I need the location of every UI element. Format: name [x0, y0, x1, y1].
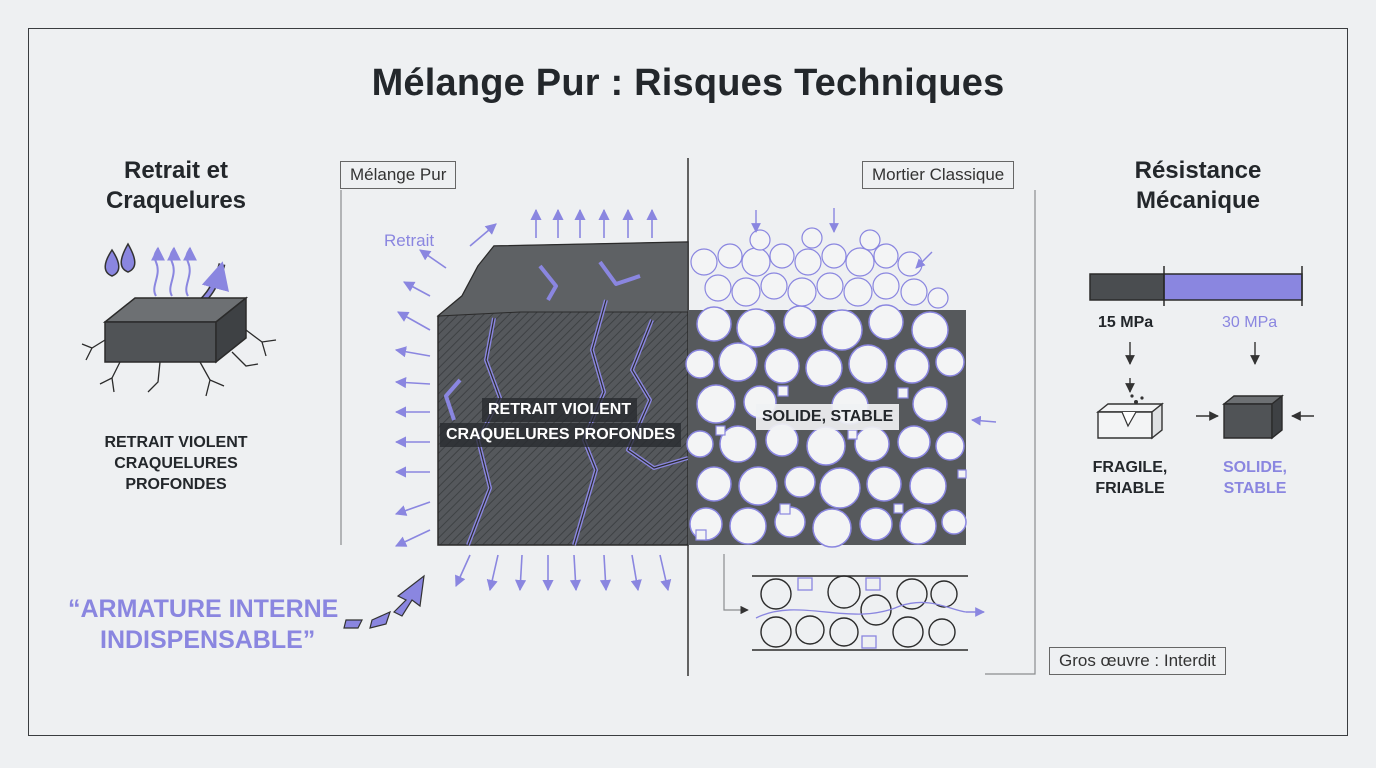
caption-line: CRAQUELURES: [114, 455, 238, 472]
pure-mix-label: Mélange Pur: [340, 161, 457, 189]
shrinking-block-icon: [81, 242, 277, 397]
footer-note: Gros œuvre : Interdit: [1049, 647, 1226, 675]
ground-cracks-icon: [81, 329, 277, 397]
bar-segment-30: [1163, 273, 1303, 301]
value-label-15: 15 MPa: [1098, 314, 1154, 331]
right-panel-heading: Résistance Mécanique: [1080, 156, 1316, 216]
solid-stable-overlay: SOLIDE, STABLE: [756, 404, 900, 430]
classic-mortar-label: Mortier Classique: [862, 161, 1015, 189]
value-label-30: 30 MPa: [1222, 314, 1278, 331]
fragile-block-icon: [1096, 394, 1164, 440]
result-line: SOLIDE,: [1222, 459, 1287, 476]
callout-line: INDISPENSABLE”: [100, 626, 316, 654]
result-line: FRIABLE: [1095, 480, 1165, 497]
violent-shrinkage-overlay: RETRAIT VIOLENT: [482, 398, 638, 422]
water-drop-icon: [104, 248, 120, 277]
result-line: FRAGILE,: [1092, 459, 1168, 476]
bar-segment-15: [1089, 273, 1165, 301]
classic-mortar-aggregate: [685, 208, 997, 651]
left-panel-caption: RETRAIT VIOLENT CRAQUELURES PROFONDES: [56, 432, 296, 495]
heading-line: Craquelures: [105, 187, 247, 214]
page-title: Mélange Pur : Risques Techniques: [371, 62, 1005, 104]
caption-line: PROFONDES: [125, 476, 227, 493]
steam-icon: [150, 246, 165, 297]
solid-block-icon: [1222, 394, 1284, 440]
fragile-result: FRAGILE, FRIABLE: [1074, 457, 1186, 499]
caption-line: RETRAIT VIOLENT: [104, 434, 248, 451]
callout-line: “ARMATURE INTERNE: [68, 595, 339, 623]
internal-reinforcement-callout: “ARMATURE INTERNE INDISPENSABLE”: [68, 594, 338, 656]
retrait-label: Retrait: [384, 231, 435, 250]
left-panel-heading: Retrait et Craquelures: [60, 156, 292, 216]
diagram-frame: [28, 28, 1348, 736]
heading-line: Résistance: [1134, 157, 1262, 184]
result-line: STABLE: [1223, 480, 1287, 497]
heading-line: Retrait et: [123, 157, 229, 184]
comparison-box-outlines: [340, 190, 1036, 675]
solid-result: SOLIDE, STABLE: [1200, 457, 1310, 499]
deep-cracks-overlay: CRAQUELURES PROFONDES: [440, 423, 682, 447]
resistance-bar: [1089, 266, 1303, 306]
callout-arrow-icon: [343, 574, 425, 629]
heading-line: Mécanique: [1135, 187, 1261, 214]
